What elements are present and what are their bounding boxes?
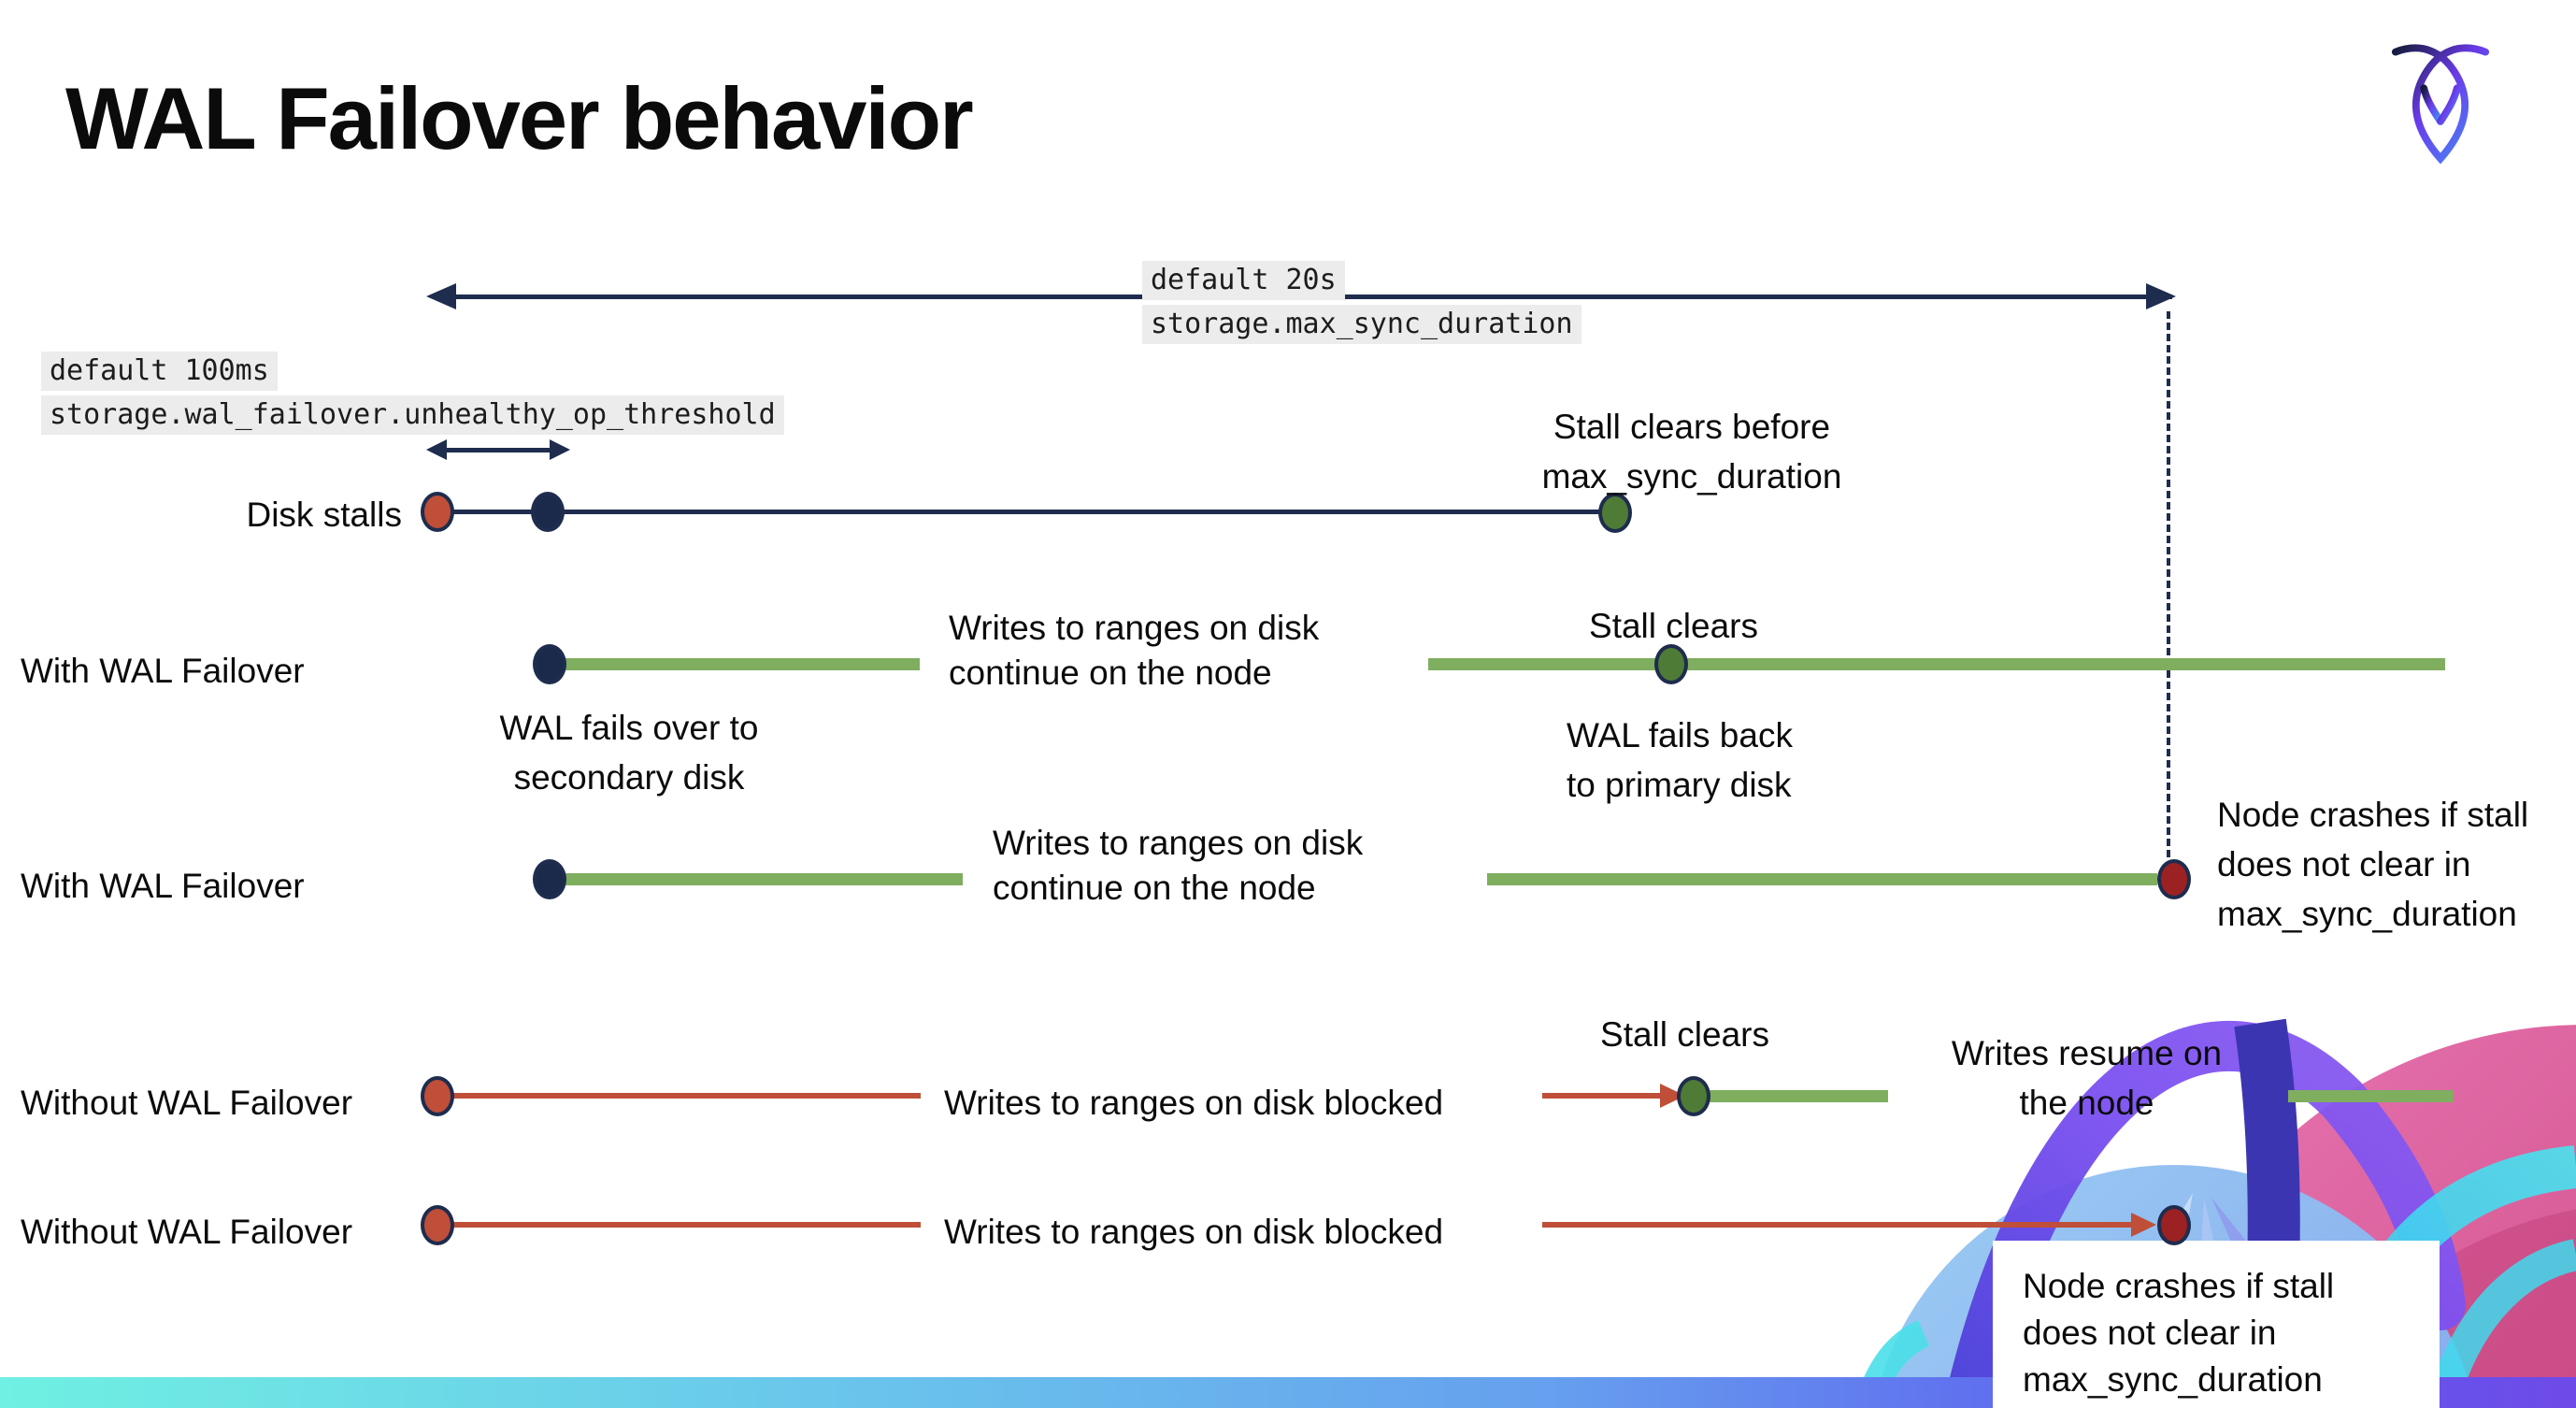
writes-continue-line xyxy=(1428,658,2445,670)
row-label-with-wal-failover-2: With WAL Failover xyxy=(21,867,305,905)
writes-blocked-note: Writes to ranges on disk blocked xyxy=(944,1213,1444,1251)
default-value-chip: default 20s xyxy=(1142,261,1345,300)
writes-resume-line xyxy=(1705,1090,1888,1102)
writes-continue-note: Writes to ranges on disk continue on the… xyxy=(993,824,1364,907)
disk-stall-timeline xyxy=(443,510,1602,514)
writes-resume-note: Writes resume on the node xyxy=(1951,1034,2223,1122)
failover-dot xyxy=(533,644,566,684)
stall-start-dot xyxy=(421,1076,454,1116)
stall-clears-dot xyxy=(1598,493,1632,533)
arrowhead-right-icon xyxy=(2146,283,2176,309)
writes-blocked-line xyxy=(443,1093,921,1099)
failover-threshold-dot xyxy=(531,492,565,532)
writes-blocked-note: Writes to ranges on disk blocked xyxy=(944,1084,1444,1122)
callout-unhealthy-op-threshold: default 100ms storage.wal_failover.unhea… xyxy=(41,352,784,435)
writes-continue-line xyxy=(553,658,920,670)
cockroachdb-roach-icon xyxy=(2391,44,2490,165)
setting-name-chip: storage.max_sync_duration xyxy=(1142,305,1581,344)
failover-dot xyxy=(533,859,566,899)
setting-name-chip: storage.wal_failover.unhealthy_op_thresh… xyxy=(41,395,784,435)
stall-clears-note: Stall clears xyxy=(1600,1015,1769,1054)
arrowhead-right-icon xyxy=(550,439,570,460)
node-crash-dot xyxy=(2157,859,2191,899)
max-sync-deadline-dashed-line xyxy=(2167,311,2170,857)
writes-continue-line xyxy=(1487,873,2157,885)
row-label-without-wal-failover-1: Without WAL Failover xyxy=(21,1084,353,1122)
node-crash-note: Node crashes if stall does not clear in … xyxy=(2217,796,2529,933)
writes-continue-note: Writes to ranges on disk continue on the… xyxy=(949,609,1320,692)
writes-resume-line xyxy=(2288,1090,2454,1102)
arrowhead-right-icon xyxy=(2131,1213,2156,1237)
unhealthy-op-threshold-arrow xyxy=(443,448,551,453)
writes-blocked-line xyxy=(1542,1222,2133,1228)
node-crash-note: Node crashes if stall does not clear in … xyxy=(2023,1267,2335,1399)
page-title: WAL Failover behavior xyxy=(65,69,974,167)
stall-clears-dot xyxy=(1654,644,1688,684)
row-label-without-wal-failover-2: Without WAL Failover xyxy=(21,1213,353,1251)
stall-start-dot xyxy=(421,492,454,532)
node-crash-dot xyxy=(2157,1205,2191,1245)
default-value-chip: default 100ms xyxy=(41,352,278,391)
row-label-with-wal-failover-1: With WAL Failover xyxy=(21,652,305,690)
stall-clears-note: Stall clears xyxy=(1589,607,1758,645)
stall-clears-dot xyxy=(1677,1076,1710,1116)
arrowhead-left-icon xyxy=(426,439,447,460)
node-crash-note-box: Node crashes if stall does not clear in … xyxy=(1993,1241,2440,1408)
writes-blocked-line xyxy=(1542,1093,1662,1099)
writes-blocked-line xyxy=(443,1222,921,1228)
callout-max-sync-duration: default 20s storage.max_sync_duration xyxy=(1142,261,1581,344)
stall-start-dot xyxy=(421,1205,454,1245)
stall-clears-before-note: Stall clears before max_sync_duration xyxy=(1541,408,1842,496)
row-label-disk-stalls: Disk stalls xyxy=(246,496,402,534)
arrowhead-left-icon xyxy=(426,283,456,309)
wal-failback-note: WAL fails back to primary disk xyxy=(1567,716,1793,804)
wal-failover-note: WAL fails over to secondary disk xyxy=(499,709,759,797)
writes-continue-line xyxy=(553,873,963,885)
